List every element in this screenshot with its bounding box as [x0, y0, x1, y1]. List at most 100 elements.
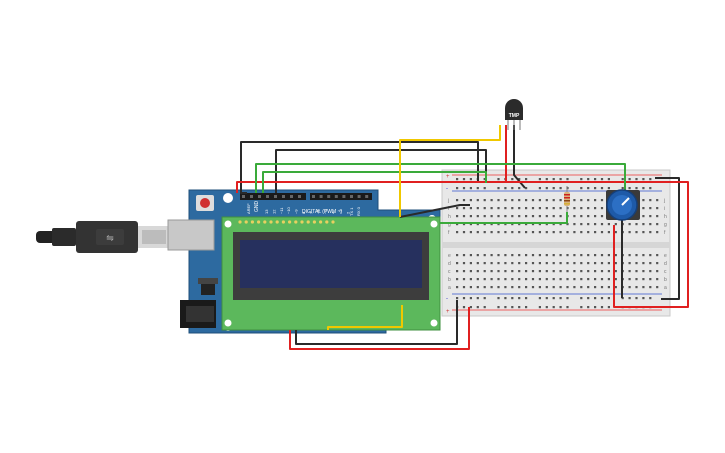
- breadboard-hole: [587, 215, 590, 218]
- breadboard-hole: [552, 270, 555, 273]
- lcd-pin: [319, 220, 323, 224]
- breadboard-hole: [649, 215, 652, 218]
- rx-label: RX 0: [356, 206, 361, 216]
- rail-hole: [587, 297, 590, 300]
- row-letter: g: [664, 222, 667, 228]
- breadboard-hole: [559, 278, 562, 281]
- pot-knob-indicator: [621, 197, 630, 206]
- breadboard-hole: [587, 270, 590, 273]
- breadboard-hole: [600, 223, 604, 226]
- breadboard-hole: [462, 215, 466, 218]
- breadboard-hole: [538, 199, 541, 202]
- breadboard-hole: [511, 199, 514, 202]
- rail-hole: [538, 297, 541, 300]
- rail-hole: [545, 297, 548, 300]
- breadboard-hole: [649, 223, 652, 226]
- rail-hole: [518, 178, 521, 181]
- row-letter: i: [448, 206, 449, 212]
- rail-hole: [594, 187, 597, 190]
- header-socket: [350, 195, 353, 198]
- rail-hole: [511, 297, 514, 300]
- breadboard-hole: [497, 207, 500, 210]
- breadboard-hole: [559, 223, 562, 226]
- rail-hole: [642, 297, 645, 300]
- breadboard-hole: [628, 231, 631, 234]
- lcd-pin: [306, 220, 310, 224]
- breadboard-hole: [580, 207, 583, 210]
- breadboard-hole: [456, 231, 459, 234]
- row-letter: h: [448, 214, 451, 220]
- rail-hole: [559, 187, 562, 190]
- breadboard-hole: [456, 278, 459, 281]
- rail-hole: [649, 187, 652, 190]
- header-socket: [290, 195, 293, 198]
- breadboard-hole: [573, 207, 576, 210]
- breadboard-hole: [462, 286, 466, 289]
- breadboard-hole: [531, 270, 535, 273]
- header-socket: [342, 195, 346, 198]
- breadboard-hole: [483, 231, 486, 234]
- breadboard-hole: [649, 199, 652, 202]
- header-socket: [312, 195, 315, 198]
- header-socket: [242, 195, 245, 198]
- rail-hole: [607, 187, 610, 190]
- header-socket: [266, 195, 269, 198]
- lcd-pin: [257, 220, 261, 224]
- wire-green: [255, 163, 626, 193]
- rail-hole: [587, 187, 590, 190]
- breadboard-hole: [518, 223, 521, 226]
- rail-hole: [545, 187, 548, 190]
- row-letter: a: [448, 285, 451, 291]
- breadboard-hole: [497, 199, 500, 202]
- rail-hole: [552, 306, 555, 309]
- row-letter: c: [664, 269, 667, 275]
- rail-hole: [504, 297, 507, 300]
- rail-hole: [580, 297, 583, 300]
- breadboard-hole: [504, 278, 507, 281]
- lcd-pin: [263, 220, 267, 224]
- wire-green: [262, 171, 487, 193]
- row-letter: d: [664, 261, 667, 267]
- breadboard-hole: [594, 231, 597, 234]
- rail-hole: [552, 187, 555, 190]
- breadboard-hole: [635, 262, 638, 265]
- breadboard-hole: [587, 278, 590, 281]
- breadboard-hole: [504, 215, 507, 218]
- rail-hole: [504, 306, 507, 309]
- rail-hole: [538, 187, 541, 190]
- breadboard-hole: [594, 262, 597, 265]
- breadboard-hole: [573, 254, 576, 257]
- lcd-screen: [240, 240, 422, 288]
- rail-hole: [628, 178, 631, 181]
- breadboard-hole: [600, 262, 604, 265]
- mount-hole: [223, 193, 233, 203]
- breadboard-hole: [656, 231, 659, 234]
- rail-hole: [518, 297, 521, 300]
- breadboard-hole: [656, 215, 659, 218]
- rail-hole: [469, 297, 472, 300]
- row-letter: a: [664, 285, 667, 291]
- breadboard-hole: [497, 262, 500, 265]
- wire-black: [240, 141, 479, 194]
- breadboard-hole: [518, 286, 521, 289]
- breadboard-hole: [483, 207, 486, 210]
- rail-hole: [628, 187, 631, 190]
- breadboard-hole: [538, 207, 541, 210]
- breadboard-hole: [573, 223, 576, 226]
- breadboard-hole: [594, 207, 597, 210]
- breadboard-hole: [594, 254, 597, 257]
- breadboard-hole: [635, 278, 638, 281]
- breadboard-hole: [490, 254, 493, 257]
- breadboard-hole: [497, 215, 500, 218]
- breadboard-hole: [511, 286, 514, 289]
- breadboard-hole: [573, 231, 576, 234]
- breadboard-hole: [656, 262, 659, 265]
- breadboard-hole: [483, 262, 486, 265]
- breadboard-hole: [490, 231, 493, 234]
- breadboard-hole: [545, 223, 548, 226]
- breadboard-hole: [518, 262, 521, 265]
- breadboard-hole: [545, 207, 548, 210]
- breadboard-hole: [607, 231, 610, 234]
- breadboard-hole: [580, 231, 583, 234]
